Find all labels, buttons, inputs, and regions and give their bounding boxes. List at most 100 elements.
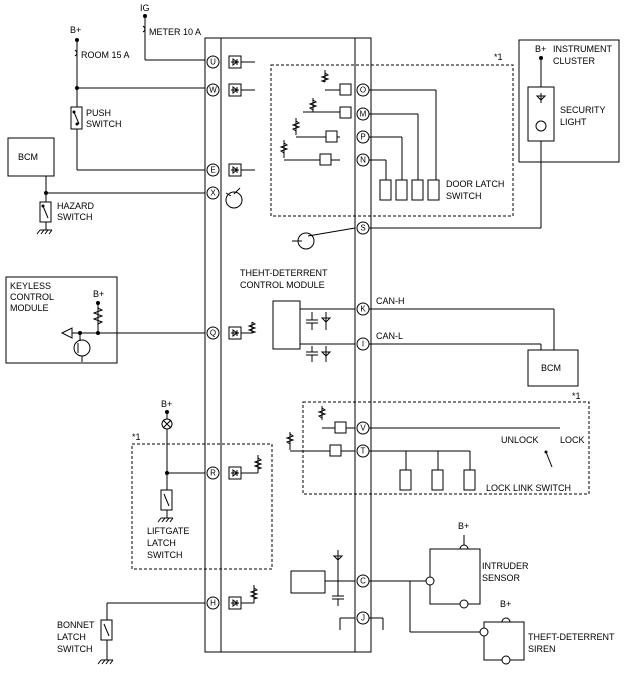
bonnet-label-1: BONNET bbox=[57, 620, 95, 630]
security-light-label-2: LIGHT bbox=[560, 117, 587, 127]
siren-label-1: THEFT-DETERRENT bbox=[528, 632, 615, 642]
keyless-control-module: KEYLESS CONTROL MODULE B+ bbox=[5, 276, 205, 364]
hazard-switch-label-1: HAZARD bbox=[57, 201, 95, 211]
liftgate-note: *1 bbox=[132, 432, 141, 442]
push-switch-label-2: SWITCH bbox=[86, 119, 122, 129]
liftgate-label-1: LIFTGATE bbox=[147, 526, 189, 536]
pin-q: Q bbox=[206, 326, 220, 340]
can-h-label: CAN-H bbox=[376, 296, 405, 306]
pin-p-label: P bbox=[360, 133, 365, 142]
liftgate-latch-switch: *1 B+ LIFTGATE LATCH SWITCH bbox=[131, 399, 273, 570]
theft-module-label: THEHT-DETERRENT CONTROL MODULE bbox=[240, 268, 328, 290]
pin-t: T bbox=[356, 444, 370, 458]
ig-feed: IG METER 10 A bbox=[140, 3, 205, 61]
pin-m: M bbox=[356, 107, 370, 121]
theft-siren: B+ THEFT-DETERRENT SIREN bbox=[479, 599, 615, 665]
pin-i-label: I bbox=[362, 340, 364, 349]
b-plus-label-room: B+ bbox=[70, 25, 81, 35]
pin-k: K bbox=[356, 302, 370, 316]
pin-j-label: J bbox=[361, 614, 365, 623]
keyless-b-plus: B+ bbox=[93, 289, 104, 299]
push-switch-label-1: PUSH bbox=[86, 108, 111, 118]
meter-fuse-label: METER 10 A bbox=[149, 27, 201, 37]
hazard-switch: HAZARD SWITCH bbox=[36, 201, 95, 235]
keyless-label-2: CONTROL bbox=[10, 292, 54, 302]
door-note: *1 bbox=[494, 52, 503, 62]
door-latch-label-2: SWITCH bbox=[446, 191, 482, 201]
pin-i: I bbox=[356, 337, 370, 351]
lock-link-label: LOCK LINK SWITCH bbox=[486, 483, 571, 493]
pin-s-label: S bbox=[360, 224, 365, 233]
pin-c: C bbox=[356, 574, 370, 588]
c-pin-block bbox=[290, 550, 484, 633]
lock-note: *1 bbox=[572, 391, 581, 401]
keyless-label-3: MODULE bbox=[10, 303, 49, 313]
pin-w: W bbox=[206, 83, 220, 97]
bcm-right-label: BCM bbox=[541, 363, 561, 373]
pin-x-label: X bbox=[210, 189, 216, 198]
bonnet-label-2: LATCH bbox=[57, 632, 86, 642]
pin-t-label: T bbox=[361, 447, 366, 456]
pin-e: E bbox=[206, 163, 220, 177]
cluster-label-1: INSTRUMENT bbox=[553, 44, 612, 54]
pin-x: X bbox=[206, 186, 220, 200]
lock-label: LOCK bbox=[560, 435, 585, 445]
pin-o-label: O bbox=[360, 86, 366, 95]
bonnet-latch-switch: BONNET LATCH SWITCH bbox=[57, 602, 205, 665]
bonnet-label-3: SWITCH bbox=[57, 644, 93, 654]
ig-label: IG bbox=[140, 3, 150, 13]
room-feed: B+ ROOM 15 A bbox=[70, 25, 205, 107]
can-l-label: CAN-L bbox=[376, 331, 403, 341]
pin-h-label: H bbox=[210, 599, 216, 608]
pin-v: V bbox=[356, 421, 370, 435]
intruder-label-1: INTRUDER bbox=[482, 561, 529, 571]
pin-p: P bbox=[356, 130, 370, 144]
siren-label-2: SIREN bbox=[528, 644, 556, 654]
pin-r: R bbox=[206, 466, 220, 480]
door-latch-group: *1 DOOR LATCH SWITCH bbox=[270, 52, 514, 217]
pin-r-label: R bbox=[210, 469, 216, 478]
pin-u-label: U bbox=[210, 58, 216, 67]
unlock-label: UNLOCK bbox=[501, 435, 539, 445]
intruder-sensor: B+ INTRUDER SENSOR bbox=[425, 521, 529, 609]
keyless-label-1: KEYLESS bbox=[10, 281, 51, 291]
push-switch: PUSH SWITCH bbox=[70, 106, 205, 171]
pin-m-label: M bbox=[360, 110, 367, 119]
intruder-label-2: SENSOR bbox=[482, 573, 521, 583]
theft-module-label-2: CONTROL MODULE bbox=[240, 280, 325, 290]
liftgate-label-2: LATCH bbox=[147, 538, 176, 548]
pin-q-label: Q bbox=[210, 329, 216, 338]
liftgate-label-3: SWITCH bbox=[147, 550, 183, 560]
left-pins: U W E X Q R H bbox=[206, 55, 220, 610]
pin-j: J bbox=[356, 611, 370, 625]
security-light-label-1: SECURITY bbox=[560, 105, 606, 115]
pin-v-label: V bbox=[360, 424, 366, 433]
lock-link-switch: *1 UNLOCK LOCK LOCK LINK SWITCH bbox=[285, 391, 590, 495]
module-frame bbox=[204, 37, 372, 653]
s-transistor bbox=[292, 227, 356, 250]
bcm-left-label: BCM bbox=[18, 152, 38, 162]
pin-c-label: C bbox=[360, 577, 366, 586]
room-fuse-label: ROOM 15 A bbox=[81, 50, 130, 60]
bcm-right: BCM bbox=[527, 349, 579, 387]
pin-h: H bbox=[206, 596, 220, 610]
pin-w-label: W bbox=[209, 86, 217, 95]
left-internal-blocks bbox=[225, 55, 263, 610]
theft-module-label-1: THEHT-DETERRENT bbox=[240, 268, 328, 278]
pin-k-label: K bbox=[360, 305, 366, 314]
pin-s: S bbox=[356, 221, 370, 235]
right-pins: O M P N S K I V T C J bbox=[356, 83, 370, 625]
siren-b-plus: B+ bbox=[500, 599, 511, 609]
pin-e-label: E bbox=[210, 166, 215, 175]
cluster-label-2: CLUSTER bbox=[553, 56, 596, 66]
bcm-left: BCM bbox=[7, 137, 205, 202]
pin-u: U bbox=[206, 55, 220, 69]
hazard-switch-label-2: SWITCH bbox=[57, 212, 93, 222]
can-block: CAN-H CAN-L bbox=[272, 296, 555, 362]
cluster-b-plus: B+ bbox=[535, 44, 546, 54]
instrument-cluster: INSTRUMENT CLUSTER B+ SECURITY LIGHT bbox=[369, 39, 620, 229]
pin-n-label: N bbox=[360, 156, 366, 165]
intruder-b-plus: B+ bbox=[458, 521, 469, 531]
liftgate-b-plus: B+ bbox=[161, 399, 172, 409]
